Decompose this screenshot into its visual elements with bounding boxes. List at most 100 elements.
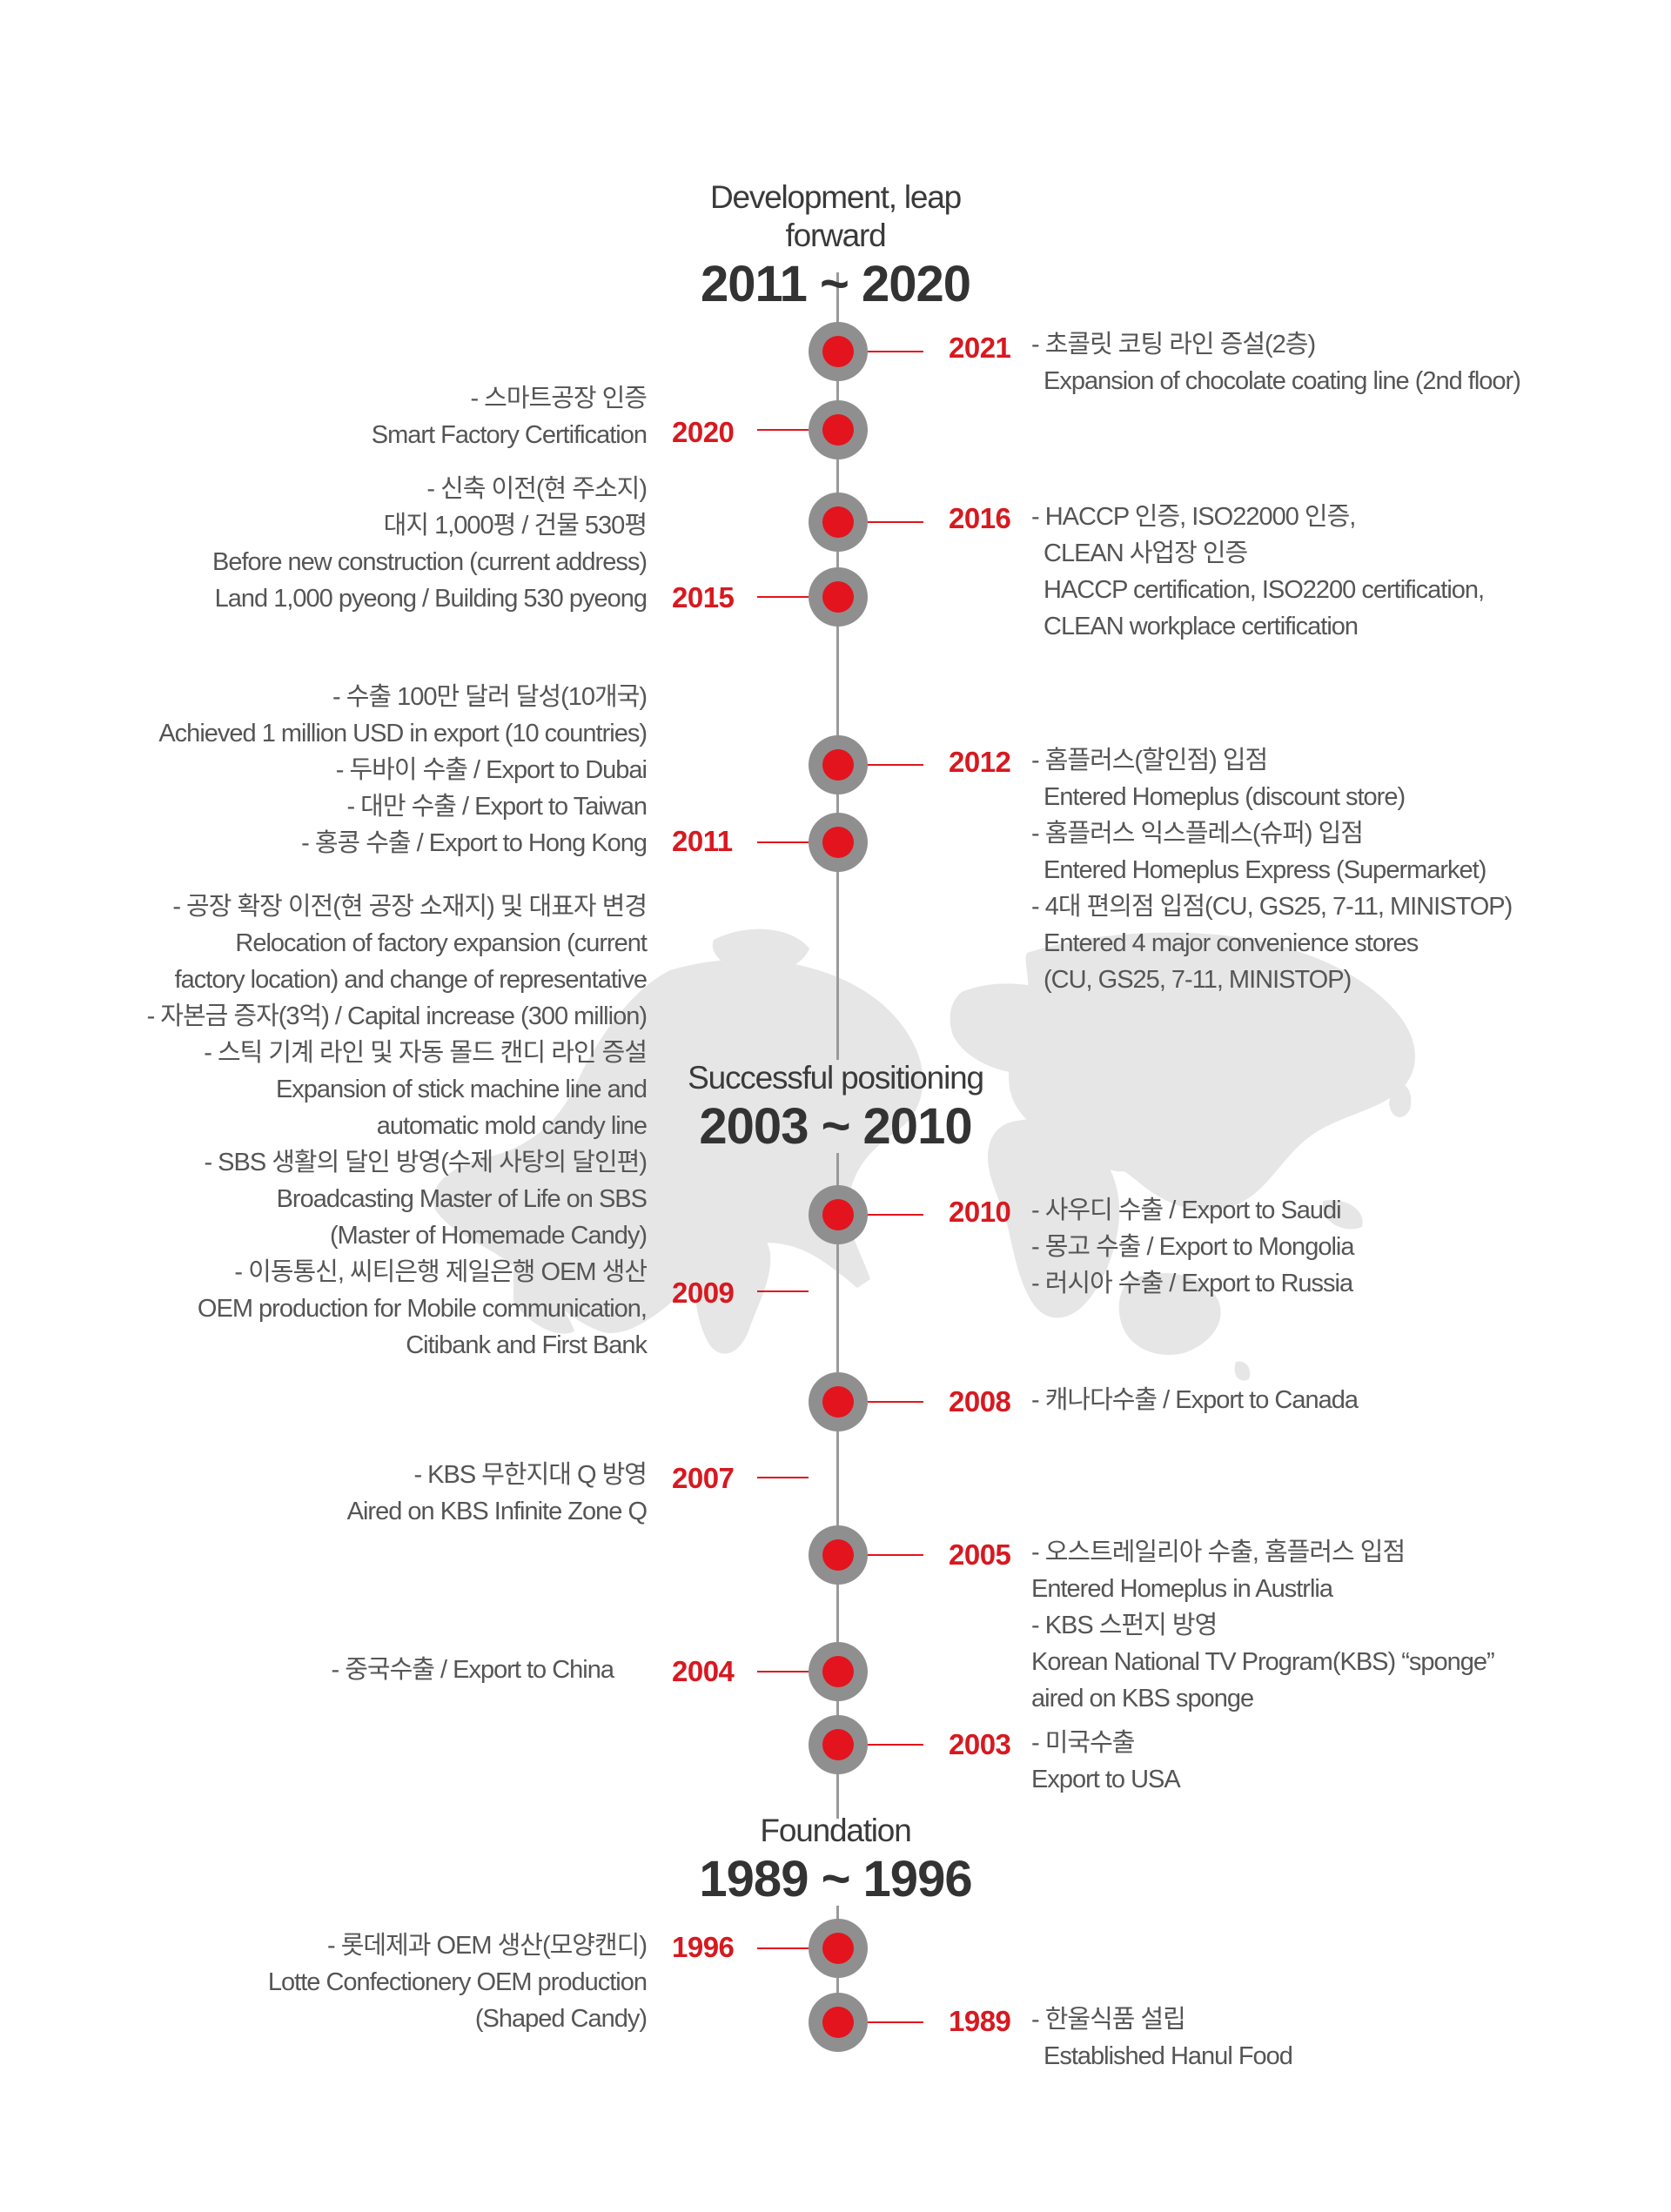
era-title: Foundation bbox=[760, 1813, 911, 1848]
event-year: 2005 bbox=[949, 1538, 1011, 1571]
timeline-axis-middle bbox=[836, 1153, 839, 1819]
connector-line bbox=[868, 764, 923, 766]
era-header: Successful positioning 2003 ~ 2010 bbox=[661, 1059, 1010, 1156]
event-description: - 수출 100만 달러 달성(10개국) Achieved 1 million… bbox=[158, 679, 648, 861]
event-description: - 오스트레일리아 수출, 홈플러스 입점 Entered Homeplus i… bbox=[1031, 1534, 1495, 1717]
event-line: - 사우디 수출 / Export to Saudi bbox=[1031, 1196, 1342, 1224]
connector-line bbox=[757, 596, 809, 598]
event-line: - 스틱 기계 라인 및 자동 몰드 캔디 라인 증설 bbox=[204, 1039, 648, 1067]
event-description: - KBS 무한지대 Q 방영 Aired on KBS Infinite Zo… bbox=[346, 1457, 648, 1530]
era-header: Development, leap forward 2011 ~ 2020 bbox=[661, 178, 1010, 314]
event-line: Relocation of factory expansion (current bbox=[235, 929, 648, 957]
event-line: Smart Factory Certification bbox=[371, 421, 648, 449]
event-year: 2004 bbox=[672, 1655, 735, 1687]
event-description: - 스마트공장 인증 Smart Factory Certification bbox=[371, 380, 648, 453]
event-year: 2011 bbox=[672, 825, 733, 857]
event-line: (Shaped Candy) bbox=[474, 2005, 648, 2033]
event-line: Citibank and First Bank bbox=[406, 1331, 648, 1359]
timeline-dot bbox=[809, 400, 868, 459]
event-description: - 신축 이전(현 주소지) 대지 1,000평 / 건물 530평 Befor… bbox=[212, 471, 648, 617]
event-line: - HACCP 인증, ISO22000 인증, bbox=[1031, 503, 1356, 531]
event-line: - 자본금 증자(3억) / Capital increase (300 mil… bbox=[146, 1002, 648, 1030]
event-description: - 한울식품 설립 Established Hanul Food bbox=[1031, 2001, 1293, 2075]
connector-line bbox=[868, 1214, 923, 1216]
event-description: - 롯데제과 OEM 생산(모양캔디) Lotte Confectionery … bbox=[267, 1927, 648, 2037]
timeline-dot bbox=[809, 1185, 868, 1244]
timeline-axis-top bbox=[836, 272, 839, 1060]
event-description: - 공장 확장 이전(현 공장 소재지) 및 대표자 변경 Relocation… bbox=[146, 888, 648, 1364]
event-line: - 수출 100만 달러 달성(10개국) bbox=[332, 683, 648, 711]
event-line: - 이동통신, 씨티은행 제일은행 OEM 생산 bbox=[234, 1258, 648, 1286]
event-year: 1996 bbox=[672, 1931, 735, 1963]
connector-line bbox=[868, 1744, 923, 1746]
event-year: 2009 bbox=[672, 1277, 735, 1309]
era-header: Foundation 1989 ~ 1996 bbox=[661, 1812, 1010, 1909]
era-range: 1989 ~ 1996 bbox=[699, 1851, 972, 1907]
event-description: - 미국수출 Export to USA bbox=[1031, 1725, 1181, 1798]
event-year: 2010 bbox=[949, 1196, 1011, 1228]
connector-line bbox=[757, 1947, 809, 1949]
event-line: (Master of Homemade Candy) bbox=[329, 1222, 648, 1250]
event-line: Lotte Confectionery OEM production bbox=[267, 1968, 648, 1996]
timeline-dot bbox=[809, 1715, 868, 1774]
event-line: - 중국수출 / Export to China bbox=[331, 1656, 614, 1684]
event-line: Before new construction (current address… bbox=[212, 548, 648, 576]
event-description: - 초콜릿 코팅 라인 증설(2층) Expansion of chocolat… bbox=[1031, 326, 1521, 399]
era-title: Development, leap forward bbox=[709, 179, 962, 253]
event-year: 1989 bbox=[949, 2005, 1011, 2037]
event-line: Achieved 1 million USD in export (10 cou… bbox=[158, 720, 648, 747]
era-range: 2003 ~ 2010 bbox=[699, 1098, 972, 1155]
era-range: 2011 ~ 2020 bbox=[701, 256, 971, 312]
event-line: - SBS 생활의 달인 방영(수제 사탕의 달인편) bbox=[204, 1149, 648, 1176]
timeline-dot bbox=[809, 1919, 868, 1978]
event-line: - 공장 확장 이전(현 공장 소재지) 및 대표자 변경 bbox=[172, 893, 648, 921]
timeline-dot bbox=[809, 567, 868, 627]
connector-line bbox=[868, 1401, 923, 1403]
event-line: - 신축 이전(현 주소지) bbox=[426, 475, 648, 503]
timeline-dot bbox=[809, 1372, 868, 1431]
timeline-dot bbox=[809, 322, 868, 381]
connector-line bbox=[757, 1290, 809, 1292]
event-line: Established Hanul Food bbox=[1044, 2042, 1293, 2070]
connector-line bbox=[868, 2021, 923, 2023]
event-year: 2003 bbox=[949, 1728, 1011, 1760]
event-line: automatic mold candy line bbox=[376, 1112, 648, 1140]
timeline-dot bbox=[809, 813, 868, 872]
connector-line bbox=[868, 1554, 923, 1556]
event-line: - 대만 수출 / Export to Taiwan bbox=[346, 793, 648, 821]
event-line: CLEAN 사업장 인증 bbox=[1044, 540, 1248, 567]
event-year: 2020 bbox=[672, 416, 735, 448]
event-year: 2012 bbox=[949, 746, 1011, 778]
event-line: Entered 4 major convenience stores bbox=[1044, 929, 1419, 957]
connector-line bbox=[757, 1477, 809, 1478]
event-line: Aired on KBS Infinite Zone Q bbox=[346, 1498, 648, 1525]
event-line: - 홈플러스(할인점) 입점 bbox=[1031, 747, 1268, 774]
event-year: 2015 bbox=[672, 581, 735, 613]
event-line: - 캐나다수출 / Export to Canada bbox=[1031, 1386, 1359, 1414]
connector-line bbox=[757, 429, 809, 431]
event-line: - 러시아 수출 / Export to Russia bbox=[1031, 1270, 1353, 1297]
event-line: Expansion of chocolate coating line (2nd… bbox=[1044, 367, 1521, 395]
connector-line bbox=[868, 351, 923, 352]
event-line: Korean National TV Program(KBS) “sponge” bbox=[1031, 1648, 1495, 1676]
event-line: Entered Homeplus in Austrlia bbox=[1031, 1575, 1333, 1603]
event-line: (CU, GS25, 7-11, MINISTOP) bbox=[1044, 966, 1352, 994]
event-line: - 미국수출 bbox=[1031, 1729, 1135, 1757]
timeline-dot bbox=[809, 493, 868, 552]
event-description: - 중국수출 / Export to China bbox=[332, 1652, 614, 1688]
event-description: - 캐나다수출 / Export to Canada bbox=[1031, 1382, 1359, 1418]
event-line: Expansion of stick machine line and bbox=[275, 1076, 648, 1103]
timeline-dot bbox=[809, 1993, 868, 2052]
timeline-dot bbox=[809, 1642, 868, 1701]
event-line: - KBS 무한지대 Q 방영 bbox=[413, 1461, 648, 1489]
event-year: 2016 bbox=[949, 502, 1011, 534]
event-line: Broadcasting Master of Life on SBS bbox=[276, 1185, 648, 1213]
event-line: CLEAN workplace certification bbox=[1044, 613, 1359, 640]
event-line: - 두바이 수출 / Export to Dubai bbox=[335, 756, 648, 784]
event-description: - 홈플러스(할인점) 입점 Entered Homeplus (discoun… bbox=[1031, 742, 1513, 998]
event-line: - 몽고 수출 / Export to Mongolia bbox=[1031, 1233, 1354, 1261]
event-line: - 오스트레일리아 수출, 홈플러스 입점 bbox=[1031, 1538, 1406, 1566]
event-line: - 한울식품 설립 bbox=[1031, 2006, 1186, 2034]
event-line: - 초콜릿 코팅 라인 증설(2층) bbox=[1031, 331, 1316, 359]
